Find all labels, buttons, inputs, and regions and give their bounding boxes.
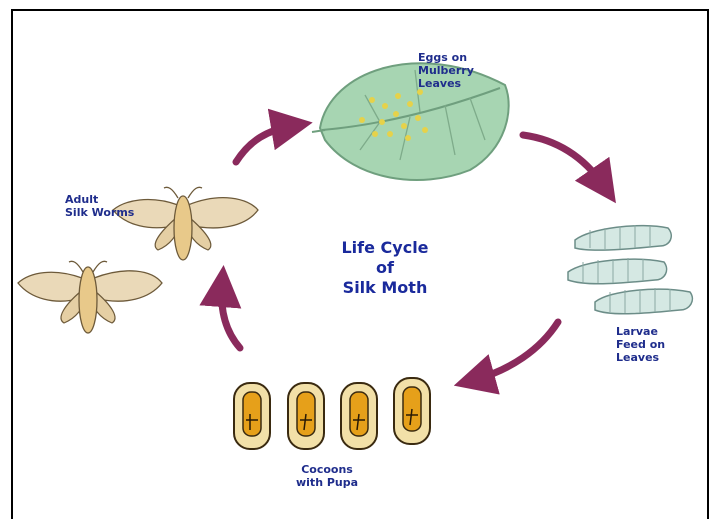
cocoon [288,383,324,449]
larvae-group [568,225,692,314]
larva [595,288,692,314]
label-larvae-line-3: Leaves [616,351,665,364]
cocoons-group [234,378,430,449]
label-eggs: Eggs on Mulberry Leaves [418,51,474,90]
larva [568,258,667,284]
adult-moth [113,187,258,260]
label-eggs-line-3: Leaves [418,77,474,90]
label-adult: Adult Silk Worms [65,193,134,219]
label-eggs-line-1: Eggs on [418,51,474,64]
title-line-1: Life Cycle [330,238,440,258]
cocoon [234,383,270,449]
label-larvae-line-2: Feed on [616,338,665,351]
cocoon [341,383,377,449]
arrow-adult-to-eggs [236,126,292,162]
arrow-larvae-to-cocoons [474,322,558,380]
label-adult-line-2: Silk Worms [65,206,134,219]
adult-moth [18,261,162,333]
title-line-3: Silk Moth [330,278,440,298]
label-larvae: Larvae Feed on Leaves [616,325,665,364]
arrow-cocoons-to-adult [222,286,240,348]
label-cocoons: Cocoons with Pupa [296,463,358,489]
cocoon [394,378,430,444]
diagram-title: Life Cycle of Silk Moth [330,238,440,298]
label-cocoons-line-2: with Pupa [296,476,358,489]
label-adult-line-1: Adult [65,193,134,206]
label-cocoons-line-1: Cocoons [296,463,358,476]
arrow-eggs-to-larvae [523,135,604,186]
label-larvae-line-1: Larvae [616,325,665,338]
title-line-2: of [330,258,440,278]
label-eggs-line-2: Mulberry [418,64,474,77]
larva [575,225,671,250]
mulberry-leaf-with-eggs [312,63,509,180]
